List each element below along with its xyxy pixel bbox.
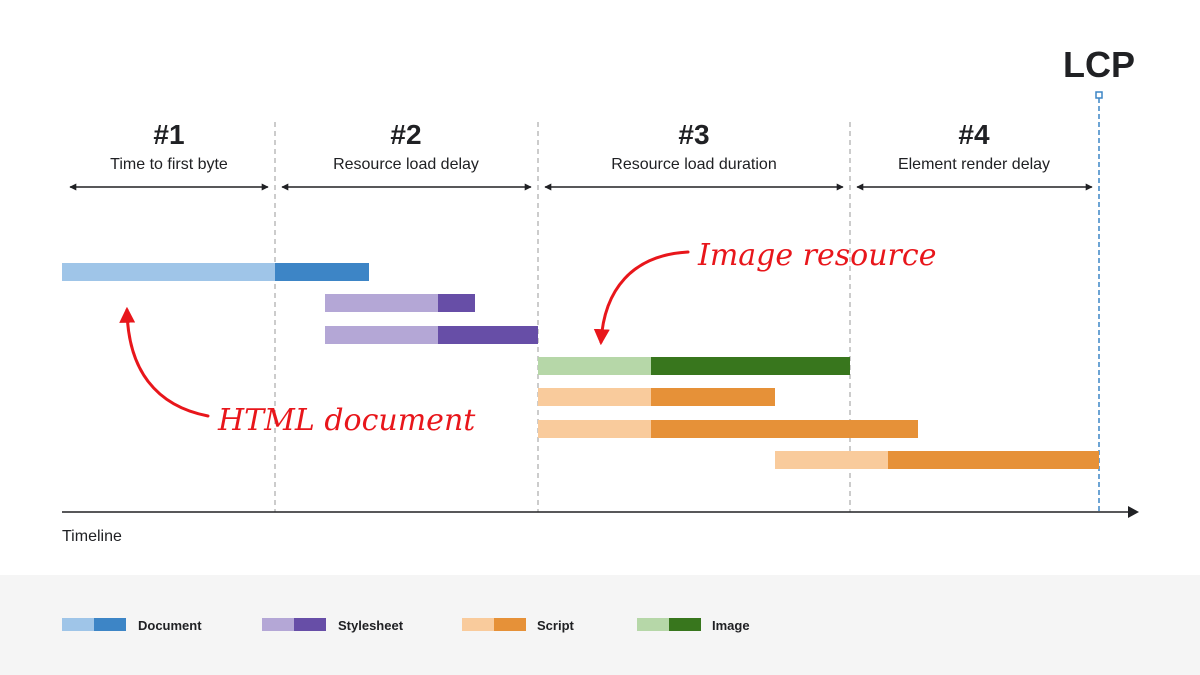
document-bar-waiting (62, 263, 275, 281)
script-bar-2-waiting (538, 420, 651, 438)
legend-swatch-image-light (637, 618, 669, 631)
legend-label-image: Image (712, 618, 750, 633)
legend-item-document: Document (62, 618, 202, 633)
image-resource-annotation-arrow (593, 250, 690, 346)
stylesheet-bar-2 (325, 326, 538, 344)
stylesheet-bar-1 (325, 294, 475, 312)
phase-3: #3 Resource load duration (544, 119, 844, 191)
image-bar (538, 357, 850, 375)
timeline-axis-arrowhead (1128, 506, 1139, 518)
legend-swatch-script-dark (494, 618, 526, 631)
script-bar-3 (775, 451, 1099, 469)
stylesheet-bar-1-waiting (325, 294, 438, 312)
legend-item-stylesheet: Stylesheet (262, 618, 404, 633)
legend-label-stylesheet: Stylesheet (338, 618, 404, 633)
phase-2: #2 Resource load delay (281, 119, 532, 191)
phase-3-label: Resource load duration (611, 156, 776, 173)
legend-swatch-stylesheet-light (262, 618, 294, 631)
script-bar-3-download (888, 451, 1099, 469)
legend-background (0, 575, 1200, 675)
script-bar-1 (538, 388, 775, 406)
legend-swatch-document-dark (94, 618, 126, 631)
phase-1: #1 Time to first byte (69, 119, 269, 191)
script-bar-1-waiting (538, 388, 651, 406)
phase-3-number: #3 (678, 119, 709, 150)
lcp-marker-square (1095, 91, 1103, 99)
legend-label-script: Script (537, 618, 575, 633)
stylesheet-bar-2-download (438, 326, 538, 344)
phase-4: #4 Element render delay (856, 119, 1093, 191)
legend-swatch-image-dark (669, 618, 701, 631)
legend-label-document: Document (138, 618, 202, 633)
document-bar-download (275, 263, 369, 281)
html-document-annotation-arrow (119, 306, 210, 418)
image-bar-download (651, 357, 850, 375)
phase-2-label: Resource load delay (333, 156, 479, 173)
legend-item-image: Image (637, 618, 750, 633)
legend-item-script: Script (462, 618, 575, 633)
phase-2-number: #2 (390, 119, 421, 150)
image-resource-annotation: Image resource (697, 238, 936, 273)
script-bar-3-waiting (775, 451, 888, 469)
phase-1-label: Time to first byte (110, 156, 228, 173)
html-document-annotation: HTML document (217, 403, 476, 438)
timeline-axis-label: Timeline (62, 528, 122, 545)
legend-swatch-script-light (462, 618, 494, 631)
script-bar-2 (538, 420, 918, 438)
legend-swatch-document-light (62, 618, 94, 631)
document-bar (62, 263, 369, 281)
phase-4-number: #4 (958, 119, 990, 150)
phase-1-number: #1 (153, 119, 184, 150)
stylesheet-bar-2-waiting (325, 326, 438, 344)
script-bar-1-download (651, 388, 775, 406)
lcp-label: LCP (1063, 44, 1135, 85)
legend-swatch-stylesheet-dark (294, 618, 326, 631)
script-bar-2-download (651, 420, 918, 438)
image-bar-waiting (538, 357, 651, 375)
stylesheet-bar-1-download (438, 294, 475, 312)
phase-4-label: Element render delay (898, 156, 1050, 173)
